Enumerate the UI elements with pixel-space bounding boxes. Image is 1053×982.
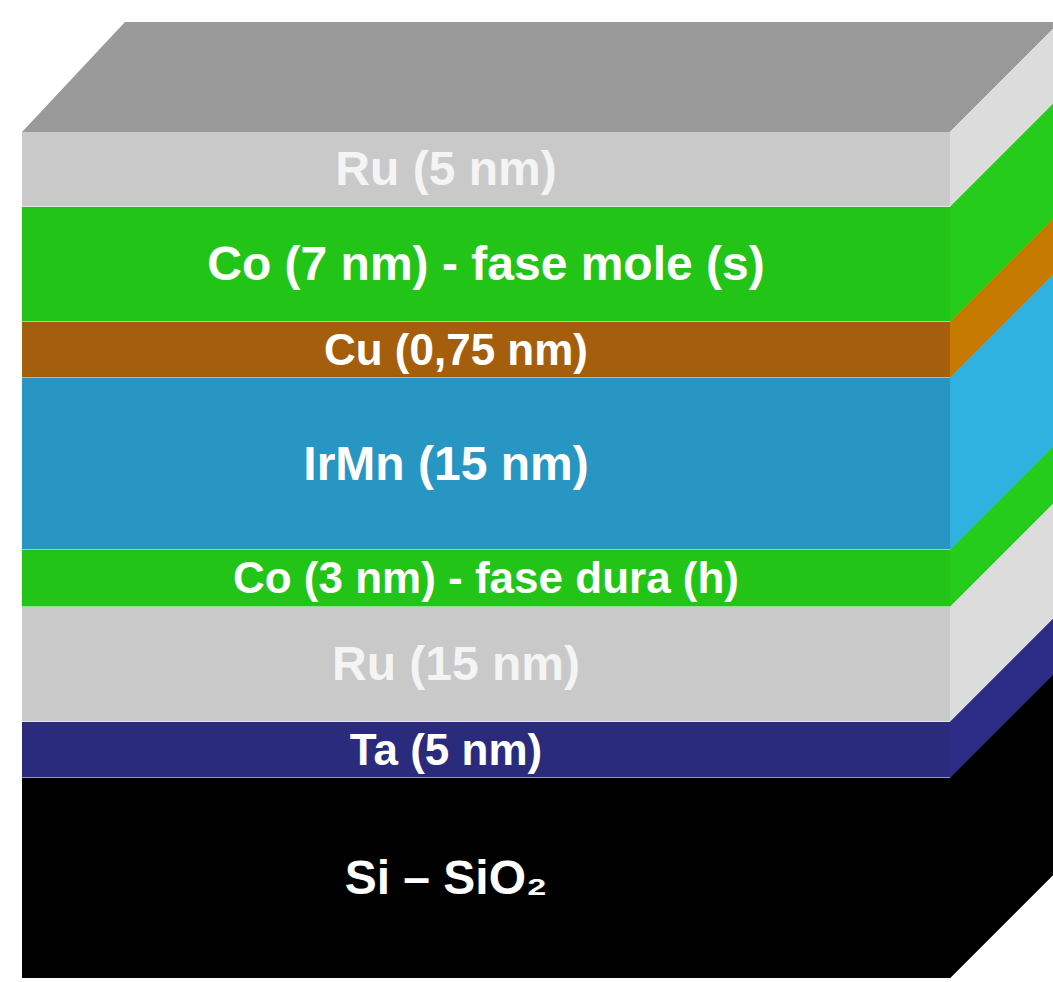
- ru-seed-layer: Ru (15 nm): [22, 607, 950, 722]
- ta-layer: Ta (5 nm): [22, 722, 950, 778]
- layer-label: Ru (5 nm): [335, 145, 556, 193]
- irmn-layer: IrMn (15 nm): [22, 378, 950, 550]
- layer-label: Si – SiO₂: [345, 854, 548, 902]
- ru-cap-layer: Ru (5 nm): [22, 132, 950, 207]
- cu-spacer-layer: Cu (0,75 nm): [22, 322, 950, 378]
- top-face: [22, 22, 1053, 132]
- layer-label: Cu (0,75 nm): [324, 328, 588, 372]
- substrate-layer: Si – SiO₂: [22, 778, 950, 978]
- layer-label: Ta (5 nm): [350, 728, 542, 772]
- layer-label: Co (7 nm) - fase mole (s): [207, 240, 764, 288]
- layer-label: IrMn (15 nm): [303, 440, 588, 488]
- co-hard-layer: Co (3 nm) - fase dura (h): [22, 550, 950, 607]
- side-face: [950, 675, 1053, 978]
- layer-label: Co (3 nm) - fase dura (h): [233, 556, 739, 600]
- side-faces: [950, 29, 1053, 978]
- co-soft-layer: Co (7 nm) - fase mole (s): [22, 207, 950, 322]
- layer-label: Ru (15 nm): [332, 640, 580, 688]
